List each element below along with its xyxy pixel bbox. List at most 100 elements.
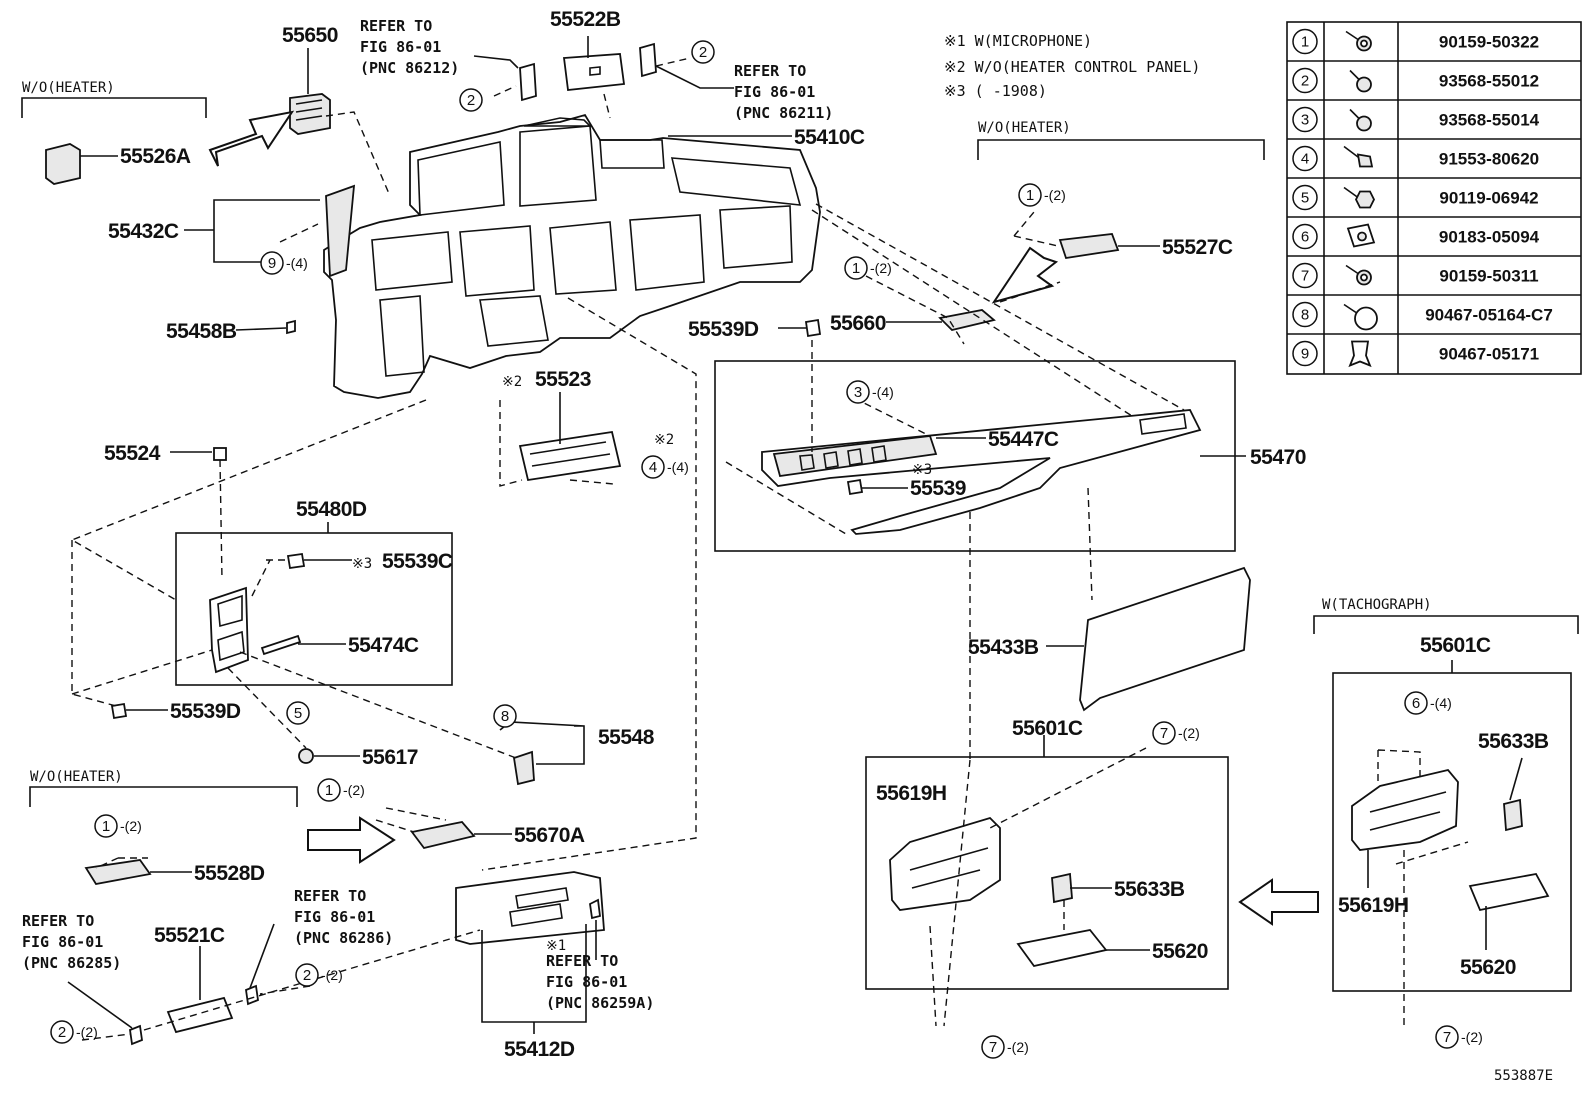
ref-line: REFER TO: [294, 887, 366, 905]
callout-number: 7: [1443, 1029, 1451, 1046]
panel-55523: [518, 430, 622, 482]
bolt-washer-icon: [1345, 264, 1372, 286]
fastener-part-number: 90183-05094: [1439, 228, 1540, 247]
ref-line: FIG 86-01: [546, 973, 627, 991]
callout-quantity: -(2): [120, 818, 142, 834]
callout-number: 7: [989, 1039, 997, 1056]
part-number: 55412D: [504, 1038, 575, 1061]
callout-quantity: -(4): [286, 255, 308, 271]
leader-lines: [67, 36, 1523, 1034]
callout-5: 5: [286, 701, 310, 725]
tray-55620: [1016, 929, 1108, 968]
callout-2: 2: [691, 40, 715, 64]
vent-55650: [289, 93, 331, 135]
callout-6: 6-(4): [1404, 691, 1452, 715]
box-55619h-tacho: [1351, 768, 1459, 851]
callout-number: 2: [467, 92, 475, 109]
group-wo-heater-top: W/O(HEATER): [21, 80, 207, 118]
part-number: 55548: [598, 726, 655, 749]
fastener-number-text: 4: [1301, 151, 1309, 168]
note-1: ※1 W(MICROPHONE): [944, 32, 1092, 50]
fastener-number: 9: [1292, 340, 1318, 367]
ref-line: FIG 86-01: [22, 933, 103, 951]
fastener-number: 3: [1292, 106, 1318, 133]
part-number: 55619H: [1338, 894, 1409, 917]
switch-55539: [846, 478, 864, 496]
ref-line: REFER TO: [734, 62, 806, 80]
fastener-number: 1: [1292, 28, 1318, 55]
ref-line: FIG 86-01: [360, 38, 441, 56]
part-number: 55522B: [550, 8, 621, 31]
callout-number: 3: [854, 384, 862, 401]
ref-line: REFER TO: [360, 17, 432, 35]
clip-55524: [213, 447, 227, 461]
part-number: 55527C: [1162, 236, 1233, 259]
center-cluster-55470: [761, 409, 1202, 535]
callout-quantity: -(2): [870, 260, 892, 276]
vent-55670a: [410, 821, 476, 850]
lower-panel-55480d: [209, 586, 249, 674]
callout-8: 8: [493, 704, 517, 728]
callout-quantity: -(2): [1044, 187, 1066, 203]
ref-line: FIG 86-01: [734, 83, 815, 101]
dashed-assembly-lines: [70, 57, 1469, 1041]
clip-nut-icon: [1346, 223, 1376, 248]
assembly-box-55601c: [865, 756, 1229, 990]
part-number: 55432C: [108, 220, 179, 243]
mark-note-3: ※3: [352, 556, 372, 572]
callout-quantity: -(4): [1430, 695, 1452, 711]
part-number: 55474C: [348, 634, 419, 657]
callout-2: 2-(2): [50, 1020, 98, 1044]
trim-55474c: [260, 634, 302, 656]
part-number: 55524: [104, 442, 161, 465]
fastener-row: 8 90467-05164-C7: [1292, 301, 1553, 331]
callout-number: 1: [102, 818, 110, 835]
fastener-number-text: 8: [1301, 307, 1309, 324]
grommet-55617: [298, 748, 314, 764]
part-number: 55601C: [1420, 634, 1491, 657]
bracket-86286: [245, 984, 259, 1006]
vent-55526a: [45, 143, 81, 185]
fastener-number-text: 7: [1301, 268, 1309, 285]
refer-to-86286: REFER TO FIG 86-01 (PNC 86286): [294, 887, 393, 947]
tray-55620-tacho: [1468, 872, 1550, 912]
switch-55539c: [286, 552, 306, 570]
fastener-number-text: 5: [1301, 190, 1309, 207]
clip-55458b: [286, 319, 296, 335]
callout-2: 2: [459, 88, 483, 112]
part-number: 55620: [1152, 940, 1208, 963]
mark-note-3: ※3: [912, 462, 932, 478]
group-w-tachograph: W(TACHOGRAPH): [1313, 597, 1579, 634]
group-label: W/O(HEATER): [22, 80, 115, 96]
screw-washer-icon: [1349, 69, 1372, 93]
ref-line: (PNC 86212): [360, 59, 459, 77]
group-label: W(TACHOGRAPH): [1322, 597, 1432, 613]
arrow-left-icon: [1238, 878, 1319, 926]
callout-quantity: -(4): [667, 459, 689, 475]
callout-number: 8: [501, 708, 509, 725]
callout-quantity: -(2): [343, 782, 365, 798]
callout-quantity: -(2): [76, 1024, 98, 1040]
callout-7: 7-(2): [1152, 721, 1200, 745]
fastener-number: 2: [1292, 67, 1318, 94]
switch-55539d-top: [804, 318, 822, 338]
fastener-number: 8: [1292, 301, 1318, 328]
fastener-number-text: 9: [1301, 346, 1309, 363]
callout-number: 9: [268, 255, 276, 272]
side-cover-55432c: [325, 184, 356, 278]
ref-line: (PNC 86286): [294, 929, 393, 947]
note-3: ※3 ( -1908): [944, 82, 1047, 100]
refer-to-86212: REFER TO FIG 86-01 (PNC 86212): [360, 17, 459, 77]
ref-line: (PNC 86285): [22, 954, 121, 972]
fastener-number: 4: [1292, 145, 1318, 172]
screw-washer-icon: [1349, 108, 1372, 132]
part-number: 55539: [910, 477, 966, 500]
clip-icon: [1348, 340, 1372, 368]
fastener-part-number: 90467-05164-C7: [1425, 306, 1553, 325]
callout-number: 5: [294, 705, 302, 722]
mic-bracket: [589, 898, 601, 920]
fastener-number-text: 2: [1301, 73, 1309, 90]
fastener-number-text: 3: [1301, 112, 1309, 129]
